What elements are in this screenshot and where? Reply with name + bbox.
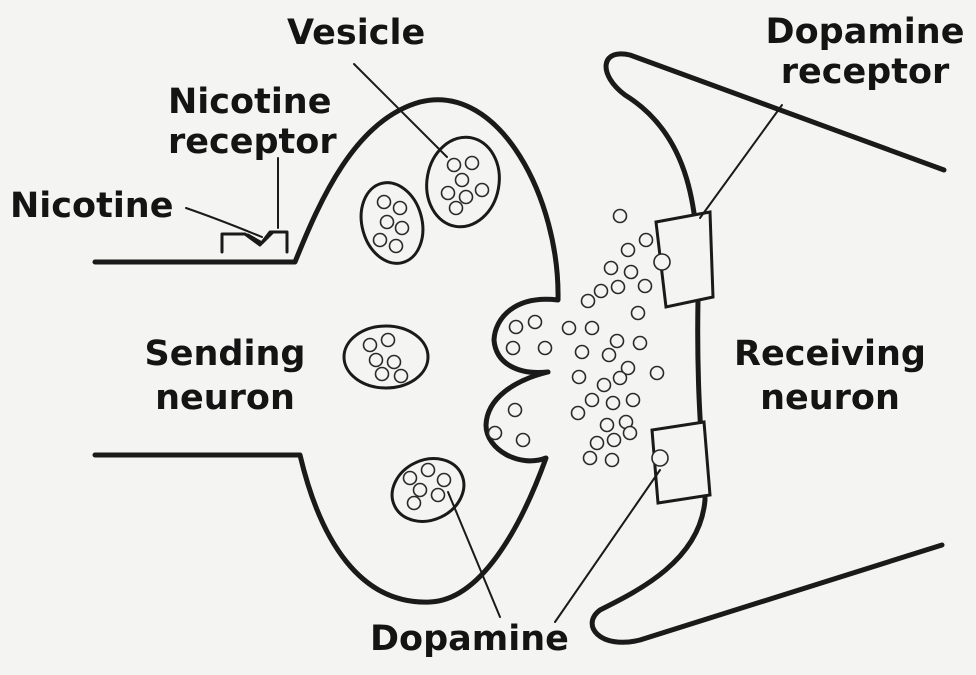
leader-vesicle <box>354 64 447 157</box>
dopamine-molecule <box>605 262 618 275</box>
dopamine-molecule <box>529 316 542 329</box>
dopamine-molecule <box>460 191 473 204</box>
dopamine-molecule <box>640 234 653 247</box>
dopamine-molecule <box>510 321 523 334</box>
dopamine-molecule <box>591 437 604 450</box>
dopamine-molecule <box>576 346 589 359</box>
dopamine-molecule <box>408 497 421 510</box>
dopamine-molecule <box>586 394 599 407</box>
dopamine-molecule <box>572 407 585 420</box>
dopamine-molecule <box>438 474 451 487</box>
dopamine-molecule <box>563 322 576 335</box>
dopamine-molecule <box>432 489 445 502</box>
leader-dopamine-receptor <box>700 105 782 218</box>
dopamine-molecule <box>376 368 389 381</box>
dopamine-molecule <box>582 295 595 308</box>
dopamine-molecule <box>624 427 637 440</box>
dopamine-molecule <box>632 307 645 320</box>
dopamine-molecule <box>422 464 435 477</box>
dopamine-molecule <box>595 285 608 298</box>
dopamine-molecule <box>539 342 552 355</box>
dopamine-molecule <box>611 335 624 348</box>
dopamine-molecule <box>517 434 530 447</box>
dopamine-molecule <box>608 434 621 447</box>
dopamine-molecule <box>388 356 401 369</box>
dopamine-molecule <box>622 244 635 257</box>
dopamine-molecule <box>509 404 522 417</box>
dopamine-molecule <box>586 322 599 335</box>
dopamine-molecule <box>394 202 407 215</box>
dopamine-molecule <box>456 174 469 187</box>
label-receiving-neuron: Receiving neuron <box>730 332 930 420</box>
dopamine-molecule <box>584 452 597 465</box>
dopamine-molecule <box>603 349 616 362</box>
dopamine-molecule <box>374 234 387 247</box>
label-sending-neuron: Sending neuron <box>140 332 310 420</box>
leader-dopamine-left <box>448 492 500 617</box>
dopamine-molecule <box>652 450 668 466</box>
dopamine-molecule <box>607 397 620 410</box>
dopamine-molecule <box>625 266 638 279</box>
dopamine-molecule <box>612 281 625 294</box>
dopamine-molecule <box>378 196 391 209</box>
dopamine-molecule <box>476 184 489 197</box>
dopamine-molecule <box>601 419 614 432</box>
label-dopamine: Dopamine <box>370 620 569 658</box>
label-vesicle: Vesicle <box>287 14 425 52</box>
dopamine-molecule <box>627 394 640 407</box>
label-dopamine-receptor: Dopamine receptor <box>760 12 970 92</box>
dopamine-molecule <box>381 216 394 229</box>
dopamine-molecule <box>442 187 455 200</box>
dopamine-molecule <box>614 210 627 223</box>
dopamine-molecule <box>614 372 627 385</box>
dopamine-molecule <box>606 454 619 467</box>
dopamine-molecule <box>364 339 377 352</box>
dopamine-molecule <box>651 367 664 380</box>
dopamine-molecule <box>404 472 417 485</box>
label-nicotine: Nicotine <box>10 187 173 225</box>
dopamine-molecule <box>507 342 520 355</box>
dopamine-molecule <box>370 354 383 367</box>
dopamine-molecule <box>395 370 408 383</box>
label-nicotine-receptor: Nicotine receptor <box>168 82 328 162</box>
dopamine-molecule <box>466 157 479 170</box>
dopamine-molecule <box>390 240 403 253</box>
dopamine-molecule <box>489 427 502 440</box>
dopamine-molecule <box>654 254 670 270</box>
dopamine-molecule <box>598 379 611 392</box>
dopamine-molecule <box>382 334 395 347</box>
dopamine-molecule <box>639 280 652 293</box>
dopamine-molecule <box>414 484 427 497</box>
dopamine-molecule <box>450 202 463 215</box>
dopamine-molecule <box>573 371 586 384</box>
dopamine-molecule <box>448 159 461 172</box>
dopamine-molecule <box>396 222 409 235</box>
dopamine-molecule <box>634 337 647 350</box>
leader-dopamine-right <box>555 470 660 622</box>
